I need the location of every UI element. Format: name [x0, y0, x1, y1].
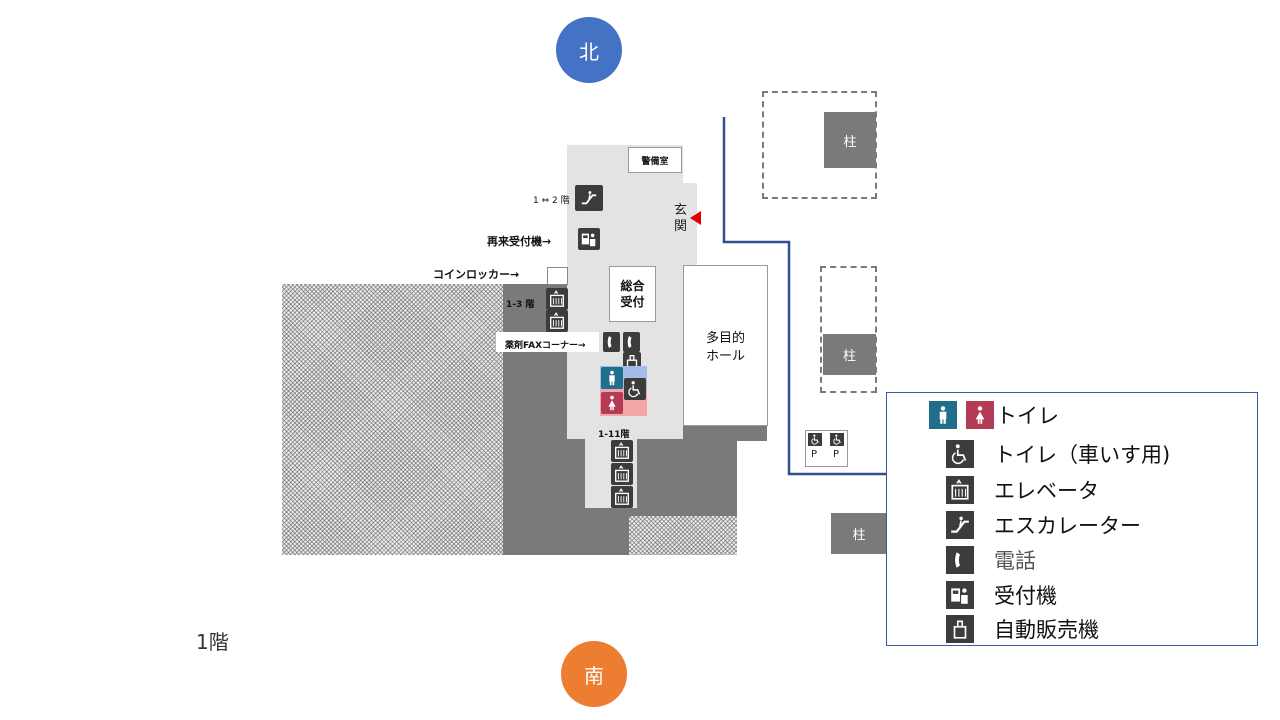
- reception-label-1: 総合: [620, 279, 645, 293]
- elevator-1-3-label: 1‐3 階: [506, 300, 535, 310]
- fax-corner-bg: [496, 332, 599, 352]
- legend-item-reception-machine: 受付機: [946, 580, 1057, 610]
- pillar-label: 柱: [852, 528, 866, 543]
- reentry-machine-label: 再来受付機→: [487, 235, 552, 248]
- legend-text: エレベータ: [994, 479, 1099, 503]
- legend-text: 自動販売機: [994, 618, 1099, 642]
- legend-text: トイレ（車いす用): [994, 443, 1171, 467]
- south-marker: 南: [561, 641, 627, 707]
- pillar-label: 柱: [842, 349, 856, 364]
- security-room: 警備室: [628, 147, 682, 173]
- coin-locker: [547, 267, 568, 285]
- multipurpose-hall: 多目的 ホール: [683, 265, 768, 426]
- phone-icon: [946, 546, 974, 574]
- north-marker: 北: [556, 17, 622, 83]
- legend-item-escalator: エスカレーター: [946, 510, 1141, 540]
- legend-text: エスカレーター: [994, 514, 1141, 538]
- male-toilet-icon: [929, 401, 957, 429]
- vending-machine-icon: [946, 615, 974, 643]
- escalator-floors-label: 1 ⇔ 2 階: [533, 196, 570, 206]
- reception-machine-icon: [946, 581, 974, 609]
- legend-item-toilet: トイレ: [929, 400, 1059, 430]
- legend-text: 電話: [994, 549, 1036, 573]
- elevator-icon: [546, 288, 568, 310]
- pillar-outline-north: [762, 91, 877, 199]
- legend-item-vending-machine: 自動販売機: [946, 614, 1099, 644]
- wheelchair-toilet-icon: [624, 378, 646, 400]
- parking-label: P: [833, 449, 840, 460]
- female-toilet-icon: [966, 401, 994, 429]
- entrance-arrow-icon: [690, 211, 701, 225]
- pillar-north: 柱: [824, 112, 876, 168]
- female-toilet-icon: [601, 392, 623, 414]
- legend-text: トイレ: [996, 404, 1059, 428]
- male-toilet-icon: [601, 367, 623, 389]
- north-label: 北: [579, 39, 599, 64]
- reception-machine-icon: [578, 228, 600, 250]
- entrance-label: 玄 関: [674, 203, 687, 235]
- pillar-south: 柱: [831, 513, 887, 554]
- phone-icon: [623, 332, 640, 352]
- hall-base-wall: [683, 425, 767, 441]
- elevator-1-11-label: 1-11階: [598, 430, 630, 440]
- wheelchair-icon: [808, 433, 822, 446]
- elevator-icon: [611, 463, 633, 485]
- fax-corner-label: 薬剤FAXコーナー→: [505, 341, 586, 351]
- coin-locker-label: コインロッカー→: [433, 268, 520, 281]
- floor-label: 1階: [196, 630, 229, 654]
- elevator-icon: [546, 310, 568, 332]
- pillar-label: 柱: [843, 134, 857, 150]
- wheelchair-toilet-icon: [946, 440, 974, 468]
- pillar-outline-middle: [820, 266, 877, 393]
- pillar-middle: 柱: [823, 334, 876, 375]
- general-reception: 総合 受付: [609, 266, 656, 322]
- adjacent-building-west: [282, 284, 503, 555]
- adjacent-building-south: [629, 516, 737, 555]
- entrance-label-2: 関: [674, 219, 688, 234]
- hall-label-1: 多目的: [705, 331, 745, 346]
- legend-text: 受付機: [994, 584, 1057, 608]
- elevator-icon: [611, 440, 633, 462]
- escalator-icon: [575, 185, 603, 211]
- parking-label: P: [811, 449, 818, 460]
- elevator-icon: [611, 486, 633, 508]
- phone-icon: [603, 332, 620, 352]
- wheelchair-icon: [830, 433, 844, 446]
- legend-item-phone: 電話: [946, 545, 1036, 575]
- south-label: 南: [584, 663, 604, 688]
- entrance-label-1: 玄: [674, 203, 688, 218]
- reception-label-2: 受付: [620, 295, 645, 309]
- map-legend: トイレ トイレ（車いす用) エレベータ エスカレーター 電話 受付機 自動販: [886, 392, 1258, 646]
- security-room-label: 警備室: [641, 156, 669, 167]
- elevator-icon: [946, 476, 974, 504]
- hall-label-2: ホール: [705, 349, 745, 364]
- escalator-icon: [946, 511, 974, 539]
- legend-item-wheelchair-toilet: トイレ（車いす用): [946, 439, 1170, 469]
- legend-item-elevator: エレベータ: [946, 475, 1099, 505]
